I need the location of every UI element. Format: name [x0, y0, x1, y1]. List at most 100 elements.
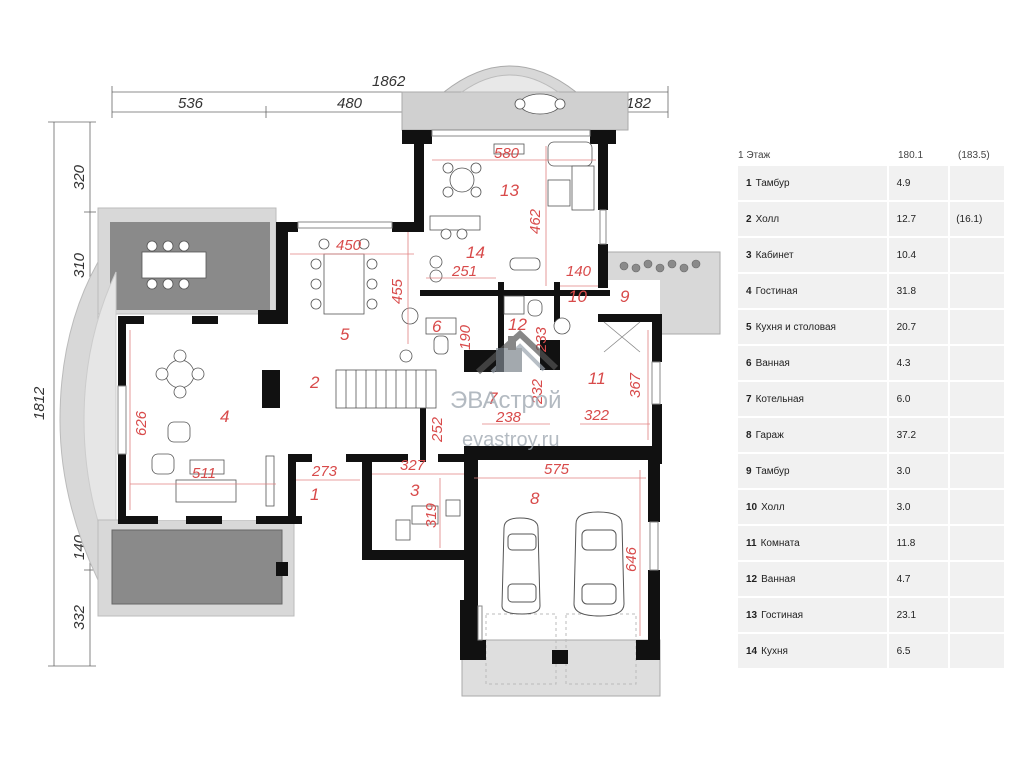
- terrace-table: [141, 240, 207, 290]
- watermark-logo: [475, 329, 559, 375]
- legend-room-area: 31.8: [888, 274, 949, 308]
- legend-room-area-alt: [950, 274, 1005, 308]
- furniture: [151, 141, 641, 541]
- legend-room-area-alt: [950, 346, 1005, 380]
- terraces: [59, 65, 721, 697]
- legend-room-number: 14: [746, 645, 758, 657]
- dim-580: 580: [494, 145, 520, 162]
- legend-room-number: 6: [746, 357, 752, 369]
- legend-room-area: 3.0: [888, 454, 949, 488]
- room-number-1: 1: [310, 485, 319, 504]
- legend-room-number: 11: [746, 537, 757, 549]
- dim-top-2: 480: [337, 95, 363, 112]
- dim-top-1: 536: [178, 95, 204, 112]
- legend-room-name: Котельная: [755, 393, 804, 405]
- legend-room-name: Гостиная: [755, 285, 798, 297]
- dim-140: 140: [566, 263, 592, 280]
- room-number-4: 4: [220, 407, 229, 426]
- legend-total-area-alt: (183.5): [958, 149, 990, 161]
- legend-room-area: 6.5: [888, 634, 949, 668]
- garage-cars: [501, 511, 625, 617]
- dim-327: 327: [400, 457, 426, 474]
- dim-left-1: 320: [71, 164, 88, 190]
- legend-room-number: 2: [746, 213, 752, 225]
- legend-room-number: 8: [746, 429, 752, 441]
- legend-room-area: 12.7: [888, 202, 949, 236]
- room-number-2: 2: [309, 373, 320, 392]
- legend-room-number: 3: [746, 249, 752, 261]
- legend-room-number: 10: [746, 501, 758, 513]
- dim-455: 455: [389, 278, 406, 304]
- legend-room-name: Ванная: [761, 573, 796, 585]
- dim-238: 238: [495, 409, 522, 426]
- walls: [118, 130, 662, 664]
- legend-room-area: 10.4: [888, 238, 949, 272]
- windows: [117, 129, 661, 641]
- room-number-6: 6: [432, 317, 442, 336]
- dim-367: 367: [627, 372, 644, 398]
- balcony-chairs: [514, 93, 566, 115]
- legend-room-area-alt: [950, 166, 1005, 200]
- room-number-13: 13: [500, 181, 519, 200]
- dim-319: 319: [423, 502, 440, 528]
- legend-room-area-alt: [950, 382, 1005, 416]
- dim-232: 232: [529, 378, 546, 405]
- room-number-10: 10: [568, 287, 587, 306]
- legend-room-number: 5: [746, 321, 752, 333]
- dim-251: 251: [451, 263, 477, 280]
- legend-room-area: 6.0: [888, 382, 949, 416]
- legend-room-number: 9: [746, 465, 752, 477]
- legend-room-area: 23.1: [888, 598, 949, 632]
- dim-450: 450: [336, 237, 362, 254]
- dim-322: 322: [584, 407, 610, 424]
- room-number-7: 7: [488, 389, 498, 408]
- room-number-5: 5: [340, 325, 350, 344]
- dim-top-4: 182: [626, 95, 652, 112]
- legend-room-name: Холл: [755, 213, 780, 225]
- dim-273: 273: [311, 463, 338, 480]
- legend-room-number: 7: [746, 393, 752, 405]
- dim-total-width: 1862: [372, 73, 406, 90]
- legend-room-name: Кухня: [761, 645, 788, 657]
- watermark-url: evastroy.ru: [462, 429, 559, 451]
- legend-room-area: 3.0: [888, 490, 949, 524]
- legend-room-area: 11.8: [888, 526, 949, 560]
- legend-room-area-alt: (16.1): [950, 202, 1005, 236]
- legend-total-area: 180.1: [898, 149, 924, 161]
- legend-room-name: Гостиная: [761, 609, 804, 621]
- legend-room-area: 20.7: [888, 310, 949, 344]
- stairs: [335, 369, 437, 409]
- floor-plan: 1862 536 480 664 182 1812 320 310 140 33…: [31, 65, 721, 697]
- dim-646: 646: [623, 546, 640, 572]
- legend-header: 1 Этаж 180.1 (183.5): [738, 146, 1004, 164]
- legend-room-name: Холл: [761, 501, 785, 513]
- legend-room-number: 4: [746, 285, 752, 297]
- dim-252: 252: [429, 416, 446, 443]
- legend-floor: 1 Этаж: [738, 149, 771, 161]
- dim-626: 626: [133, 410, 150, 436]
- legend-room-number: 13: [746, 609, 758, 621]
- interior-dimension-lines: [129, 146, 650, 636]
- dim-190: 190: [457, 324, 474, 350]
- dim-left-2: 310: [71, 252, 88, 278]
- legend-room-name: Гараж: [755, 429, 784, 441]
